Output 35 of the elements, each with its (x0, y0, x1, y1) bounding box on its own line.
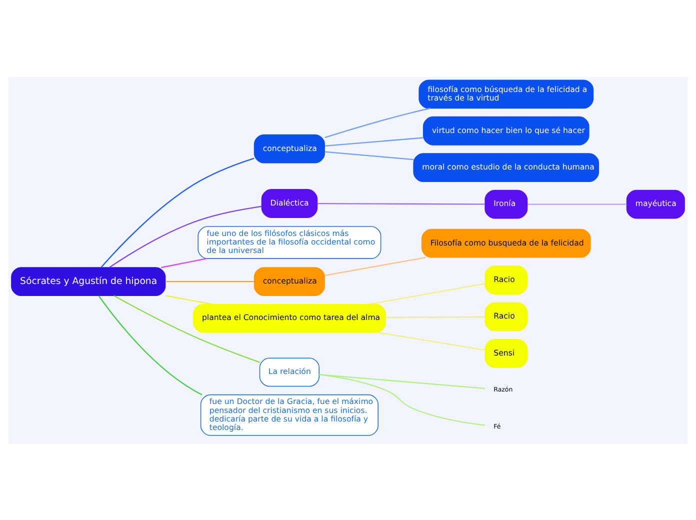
node-box: filosofía como búsqueda de la felicidad a través de la virtud (418, 79, 594, 108)
node-box: mayéutica (626, 189, 685, 218)
connector (324, 150, 414, 160)
node-box: virtud como hacer bien lo que sé hacer (422, 116, 590, 145)
connector (369, 282, 485, 304)
connector (114, 294, 260, 362)
connector (165, 280, 254, 282)
connector (527, 203, 627, 204)
connector (161, 258, 207, 268)
node-box: fue un Doctor de la Gracia, fue el máximo pensador del cristianismo en sus inicios. dedicaría parte de su vida a la filosofía y teología. (200, 394, 378, 436)
connector (165, 294, 212, 304)
node-box: conceptualiza (254, 134, 325, 163)
node-box: Sócrates y Agustín de hipona (11, 266, 166, 296)
connector (319, 374, 486, 426)
node-box: moral como estudio de la conducta humana (413, 152, 600, 182)
connector (319, 374, 485, 388)
connector (324, 256, 426, 276)
node-box: La relación (259, 357, 320, 386)
connector (324, 107, 430, 138)
node-box: Filosofía como busqueda de la felicidad (421, 228, 591, 258)
connector (376, 331, 486, 350)
node-box: fue uno de los filósofos clásicos más importantes de la filosofía occidental como de la universal (198, 226, 382, 258)
node-box: Racio (484, 265, 528, 294)
connector (100, 157, 254, 268)
node-box: Racio (484, 302, 528, 331)
connector (324, 136, 424, 146)
connector (317, 202, 485, 204)
node-box: Dialéctica (261, 188, 318, 218)
node-box: plantea el Conocimiento como tarea del alma (193, 303, 386, 332)
node-box: Sensi (484, 338, 528, 368)
node-box: Ironía (484, 189, 528, 218)
connector (109, 205, 262, 268)
node-box: conceptualiza (254, 266, 325, 296)
connector (98, 295, 202, 395)
connector (386, 316, 485, 318)
